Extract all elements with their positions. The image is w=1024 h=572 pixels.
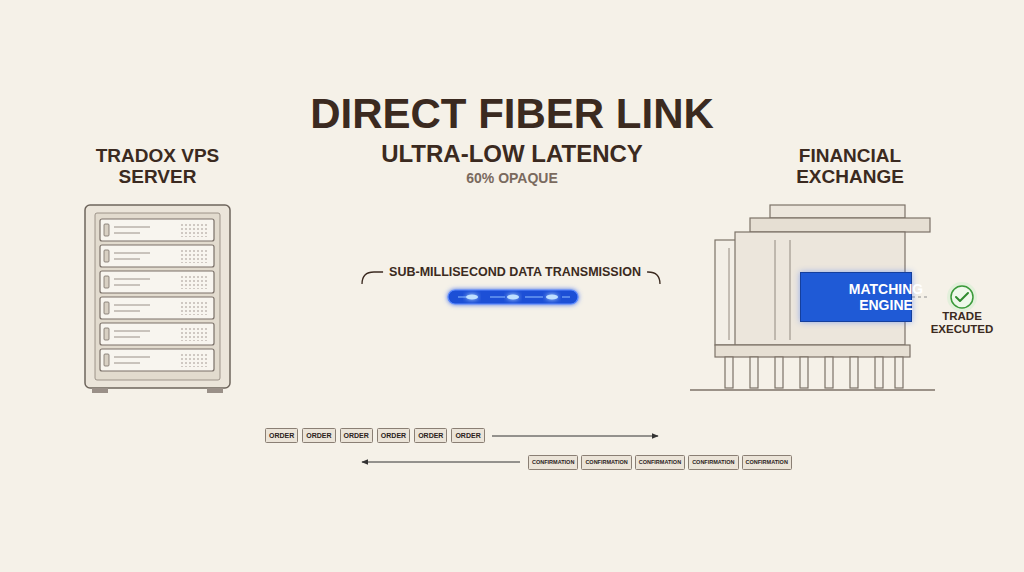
node-label: CONFIRMATION — [585, 460, 627, 466]
node-heading: FINANCIAL EXCHANGE — [770, 145, 930, 188]
check-icon — [947, 282, 977, 312]
edge-label: SUB-MILLISECOND DATA TRANSMISSION — [383, 264, 647, 280]
subtitle: ULTRA-LOW LATENCY — [0, 140, 1024, 168]
confirmation-chip: CONFIRMATION — [581, 455, 631, 470]
node-label: CONFIRMATION — [692, 460, 734, 466]
order-chip: ORDER — [377, 428, 410, 443]
server-rack — [85, 205, 230, 393]
confirmation-chip: CONFIRMATION — [635, 455, 685, 470]
confirmation-chip: CONFIRMATION — [688, 455, 738, 470]
fiber-line — [235, 448, 765, 451]
node-label: TRADE EXECUTED — [927, 310, 997, 336]
signal-pulse — [448, 290, 578, 304]
node-label: ORDER — [306, 432, 331, 439]
order-chip: ORDER — [340, 428, 373, 443]
node-label: CONFIRMATION — [532, 460, 574, 466]
diagram-title: DIRECT FIBER LINK — [0, 90, 1024, 138]
node-label: ORDER — [455, 432, 480, 439]
flow-arrow — [492, 436, 658, 437]
flow-arrow — [362, 462, 520, 463]
node-heading: TRADOX VPS SERVER — [85, 145, 230, 188]
order-chip: ORDER — [265, 428, 298, 443]
order-chip: ORDER — [302, 428, 335, 443]
process-box: MATCHING ENGINE — [800, 272, 912, 322]
order-chip: ORDER — [414, 428, 447, 443]
exchange-node: MATCHING ENGINE FINANCIAL EXCHANGE — [710, 145, 930, 395]
node-label: ORDER — [381, 432, 406, 439]
order-chip: ORDER — [451, 428, 484, 443]
node-label: CONFIRMATION — [746, 460, 788, 466]
note: 60% OPAQUE — [0, 170, 1024, 186]
node-label: MATCHING ENGINE — [849, 281, 923, 313]
status-node: TRADE EXECUTED — [927, 284, 997, 336]
exchange-building — [690, 205, 935, 390]
node-label: CONFIRMATION — [639, 460, 681, 466]
server-node: TRADOX VPS SERVER — [85, 145, 230, 392]
node-label: ORDER — [344, 432, 369, 439]
confirmation-chip: CONFIRMATION — [742, 455, 792, 470]
node-label: ORDER — [269, 432, 294, 439]
confirmation-chip: CONFIRMATION — [528, 455, 578, 470]
node-label: ORDER — [418, 432, 443, 439]
